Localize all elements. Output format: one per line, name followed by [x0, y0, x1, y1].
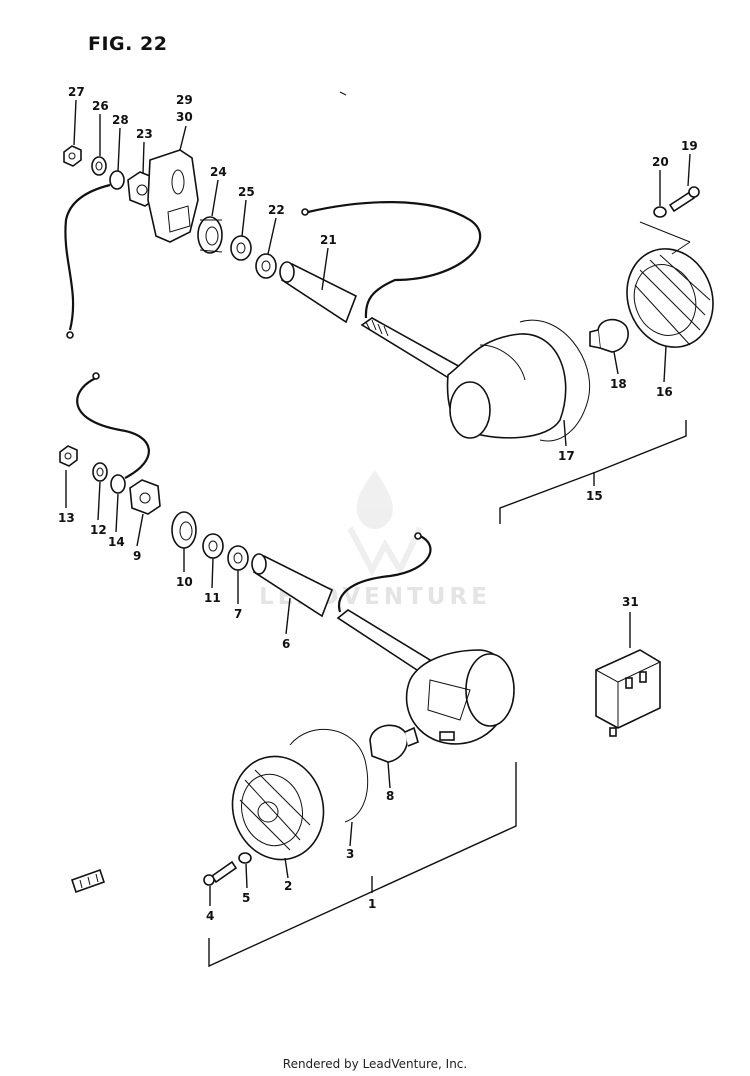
- callout-30: 30: [176, 110, 193, 124]
- callout-16: 16: [656, 385, 673, 399]
- callout-4: 4: [206, 909, 214, 923]
- callout-18: 18: [610, 377, 627, 391]
- gasket-part-17: [519, 319, 590, 442]
- callout-24: 24: [210, 165, 227, 179]
- callout-10: 10: [176, 575, 193, 589]
- flasher-relay-part-31: [595, 649, 661, 737]
- callout-25: 25: [238, 185, 255, 199]
- grommet-part-24: [197, 216, 223, 254]
- upper-turn-signal-assembly: [63, 145, 714, 442]
- watermark-logo: [347, 470, 423, 577]
- callout-15: 15: [586, 489, 603, 503]
- callout-7: 7: [234, 607, 242, 621]
- nut-part-13: [59, 445, 78, 467]
- callout-11: 11: [204, 591, 221, 605]
- bulb-part-18: [589, 318, 629, 353]
- callout-14: 14: [108, 535, 125, 549]
- callout-17: 17: [558, 449, 575, 463]
- washer-part-26: [91, 156, 107, 176]
- callout-31: 31: [622, 595, 639, 609]
- lens-part-16: [626, 248, 714, 348]
- washer-part-12: [92, 462, 108, 482]
- gasket-part-3: [289, 729, 369, 823]
- bushing-part-9: [129, 479, 161, 515]
- bulb-part-8: [369, 724, 419, 763]
- ground-wire-lower: [76, 377, 150, 479]
- lock-washer-part-22: [255, 253, 277, 279]
- callout-27: 27: [68, 85, 85, 99]
- callout-20: 20: [652, 155, 669, 169]
- callout-3: 3: [346, 847, 354, 861]
- callout-19: 19: [681, 139, 698, 153]
- stem-part-21: [279, 261, 358, 324]
- callout-labels: 27 26 28 23 29 30 24 25 22 21 19 20 18 1…: [58, 85, 698, 923]
- wire-clip: [70, 868, 106, 894]
- figure-title: FIG. 22: [88, 33, 168, 55]
- callout-26: 26: [92, 99, 109, 113]
- lens-housing-lower: [405, 649, 515, 745]
- callout-8: 8: [386, 789, 394, 803]
- stem-part-6: [251, 553, 334, 618]
- washer-part-14: [110, 474, 126, 494]
- callout-9: 9: [133, 549, 141, 563]
- lens-part-2: [231, 755, 325, 861]
- threaded-rod-lower: [336, 609, 432, 674]
- threaded-rod-upper: [360, 317, 464, 382]
- callout-12: 12: [90, 523, 107, 537]
- stray-mark: [339, 91, 347, 96]
- washer-part-5: [238, 852, 252, 864]
- callout-13: 13: [58, 511, 75, 525]
- signal-wire-upper: [307, 201, 482, 319]
- callout-6: 6: [282, 637, 290, 651]
- grommet-part-10: [171, 511, 197, 549]
- lower-turn-signal-assembly: [59, 372, 515, 894]
- washer-part-11: [202, 533, 224, 559]
- callout-28: 28: [112, 113, 129, 127]
- nut-part-27: [63, 145, 82, 167]
- ground-wire-upper: [64, 183, 111, 331]
- lens-housing-upper: [446, 333, 567, 439]
- callout-1: 1: [368, 897, 376, 911]
- callout-23: 23: [136, 127, 153, 141]
- callout-2: 2: [284, 879, 292, 893]
- callout-leaders: [65, 99, 691, 968]
- callout-22: 22: [268, 203, 285, 217]
- screw-part-4: [203, 860, 238, 886]
- callout-21: 21: [320, 233, 337, 247]
- bracket-part-29-30: [147, 149, 199, 243]
- callout-29: 29: [176, 93, 193, 107]
- washer-part-25: [230, 235, 252, 261]
- lock-washer-part-7: [227, 545, 249, 571]
- callout-5: 5: [242, 891, 250, 905]
- signal-wire-lower: [337, 534, 432, 613]
- washer-part-28: [109, 170, 125, 190]
- footer-credit: Rendered by LeadVenture, Inc.: [282, 1057, 468, 1071]
- washer-part-20: [653, 206, 667, 218]
- screw-part-19: [668, 186, 700, 213]
